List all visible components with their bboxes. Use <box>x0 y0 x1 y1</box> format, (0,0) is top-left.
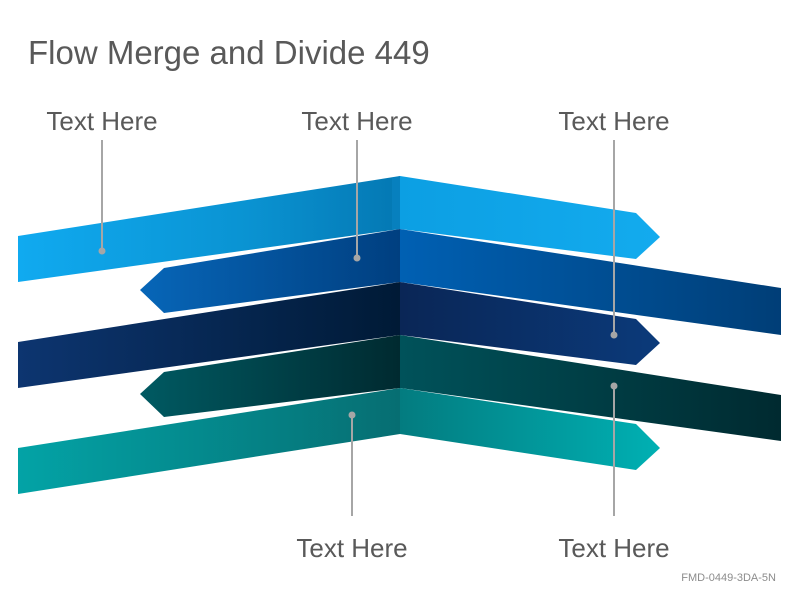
flow-band-2 <box>140 229 781 335</box>
connector-bottom-right <box>610 382 618 516</box>
label-top-right: Text Here <box>558 106 670 136</box>
connector-top-left <box>98 140 106 255</box>
connector-top-center <box>353 140 361 262</box>
flow-band-5 <box>18 388 660 494</box>
flow-band-3 <box>18 282 660 388</box>
slide-title: Flow Merge and Divide 449 <box>28 34 430 71</box>
connector-top-right <box>610 140 618 339</box>
flow-band-1 <box>18 176 660 282</box>
connector-bottom-center <box>348 411 356 516</box>
label-top-left: Text Here <box>46 106 158 136</box>
slide-code: FMD-0449-3DA-5N <box>681 572 776 584</box>
label-bottom-center: Text Here <box>296 533 408 563</box>
label-bottom-right: Text Here <box>558 533 670 563</box>
flow-band-4 <box>140 335 781 441</box>
label-top-center: Text Here <box>301 106 413 136</box>
